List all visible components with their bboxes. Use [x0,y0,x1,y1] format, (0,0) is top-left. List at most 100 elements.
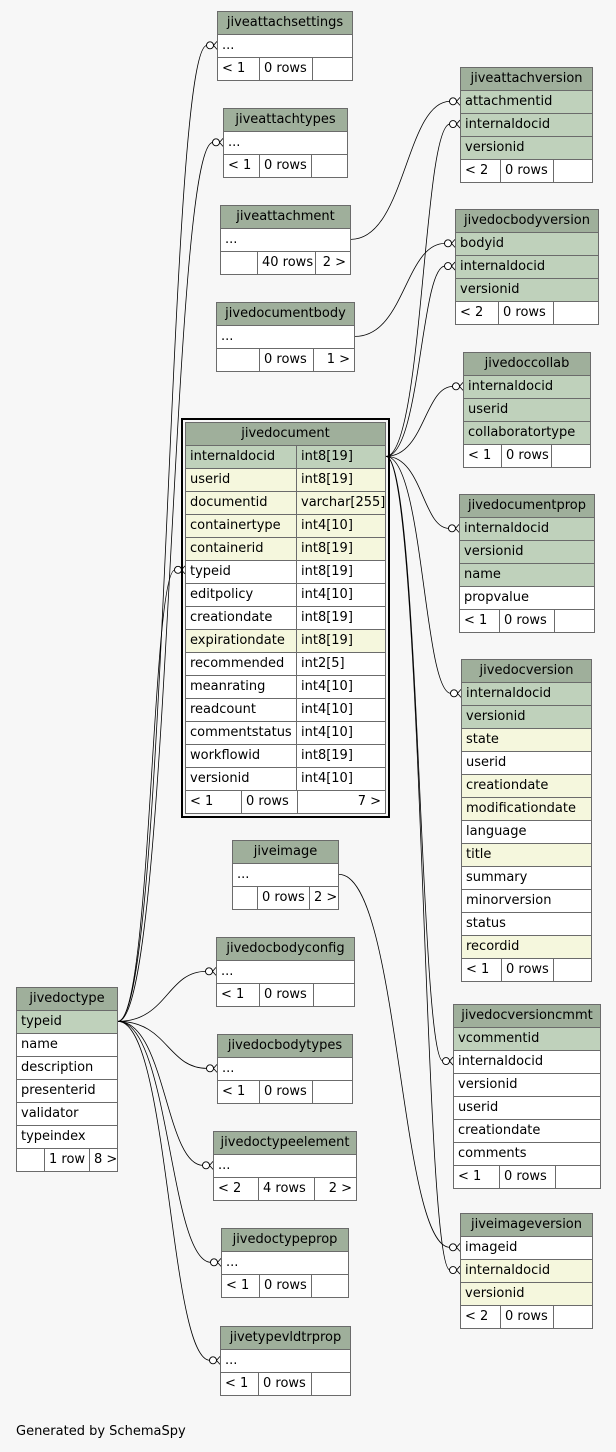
column-row[interactable]: userid [454,1097,600,1120]
table-title[interactable]: jivedocumentprop [460,495,594,518]
column-row[interactable]: versionid [462,706,591,729]
child-count[interactable] [313,58,352,80]
parent-count[interactable]: < 1 [218,58,260,80]
parent-count[interactable]: < 1 [224,155,260,177]
column-row[interactable]: propvalue [460,587,594,610]
column-row[interactable]: comments [454,1143,600,1166]
child-count[interactable] [554,1306,592,1328]
table-title[interactable]: jivedocbodyconfig [217,938,354,961]
parent-count[interactable]: < 1 [462,959,502,981]
column-row[interactable]: ... [218,1058,352,1081]
table-title[interactable]: jivedoctype [17,988,117,1011]
column-row[interactable]: userid [464,399,590,422]
column-row[interactable]: vcommentid [454,1028,600,1051]
column-row[interactable]: internaldocid [462,683,591,706]
table-title[interactable]: jivedoccollab [464,353,590,376]
column-row[interactable]: bodyid [456,233,598,256]
column-row[interactable]: typeindex [17,1126,117,1149]
parent-count[interactable] [17,1149,45,1171]
column-row[interactable]: ... [224,132,347,155]
column-row[interactable]: creationdate [462,775,591,798]
column-row[interactable]: description [17,1057,117,1080]
child-count[interactable] [314,984,354,1006]
child-count[interactable] [312,155,347,177]
parent-count[interactable]: < 1 [460,610,500,632]
table-title[interactable]: jivedocversion [462,660,591,683]
column-row[interactable]: name [460,564,594,587]
column-row[interactable]: versionid [454,1074,600,1097]
table-title[interactable]: jiveattachsettings [218,12,352,35]
parent-count[interactable] [233,887,258,909]
table-title[interactable]: jiveattachtypes [224,109,347,132]
column-row[interactable]: ... [221,1350,350,1373]
table-title[interactable]: jivedoctypeelement [214,1132,356,1155]
column-row[interactable]: ... [233,864,338,887]
parent-count[interactable]: < 1 [218,1081,260,1103]
child-count[interactable] [556,1166,600,1188]
table-title[interactable]: jivedocbodytypes [218,1035,352,1058]
parent-count[interactable] [221,252,258,274]
parent-count[interactable]: < 1 [217,984,260,1006]
column-row[interactable]: collaboratortype [464,422,590,445]
column-row[interactable]: ... [218,35,352,58]
column-row[interactable]: typeid [17,1011,117,1034]
parent-count[interactable]: < 2 [461,160,501,182]
column-row[interactable]: title [462,844,591,867]
column-row[interactable]: userid [462,752,591,775]
table-title[interactable]: jivedocumentbody [217,303,354,326]
column-row[interactable]: imageid [461,1237,592,1260]
parent-count[interactable]: < 1 [186,791,242,813]
child-count[interactable] [554,959,591,981]
column-row[interactable]: presenterid [17,1080,117,1103]
child-count[interactable] [554,302,598,324]
table-title[interactable]: jiveimage [233,841,338,864]
column-row[interactable]: internaldocid [464,376,590,399]
table-title[interactable]: jiveattachment [221,206,350,229]
parent-count[interactable]: < 2 [214,1178,259,1200]
table-title[interactable]: jiveimageversion [461,1214,592,1237]
column-row[interactable]: internaldocid [456,256,598,279]
parent-count[interactable]: < 1 [222,1275,260,1297]
child-count[interactable] [313,1081,352,1103]
child-count[interactable] [552,445,590,467]
column-row[interactable]: internaldocid [454,1051,600,1074]
column-row[interactable]: minorversion [462,890,591,913]
child-count[interactable]: 1 > [326,352,350,367]
table-title[interactable]: jivetypevldtrprop [221,1327,350,1350]
column-row[interactable]: versionid [461,137,592,160]
column-row[interactable]: ... [222,1252,348,1275]
column-row[interactable]: versionid [460,541,594,564]
parent-count[interactable] [217,349,260,371]
column-row[interactable]: versionid [461,1283,592,1306]
child-count[interactable]: 2 > [314,890,338,905]
child-count[interactable]: 7 > [357,794,381,809]
column-row[interactable]: validator [17,1103,117,1126]
child-count[interactable] [312,1373,350,1395]
child-count[interactable]: 2 > [322,255,346,270]
column-row[interactable]: name [17,1034,117,1057]
column-row[interactable]: versionid [456,279,598,302]
